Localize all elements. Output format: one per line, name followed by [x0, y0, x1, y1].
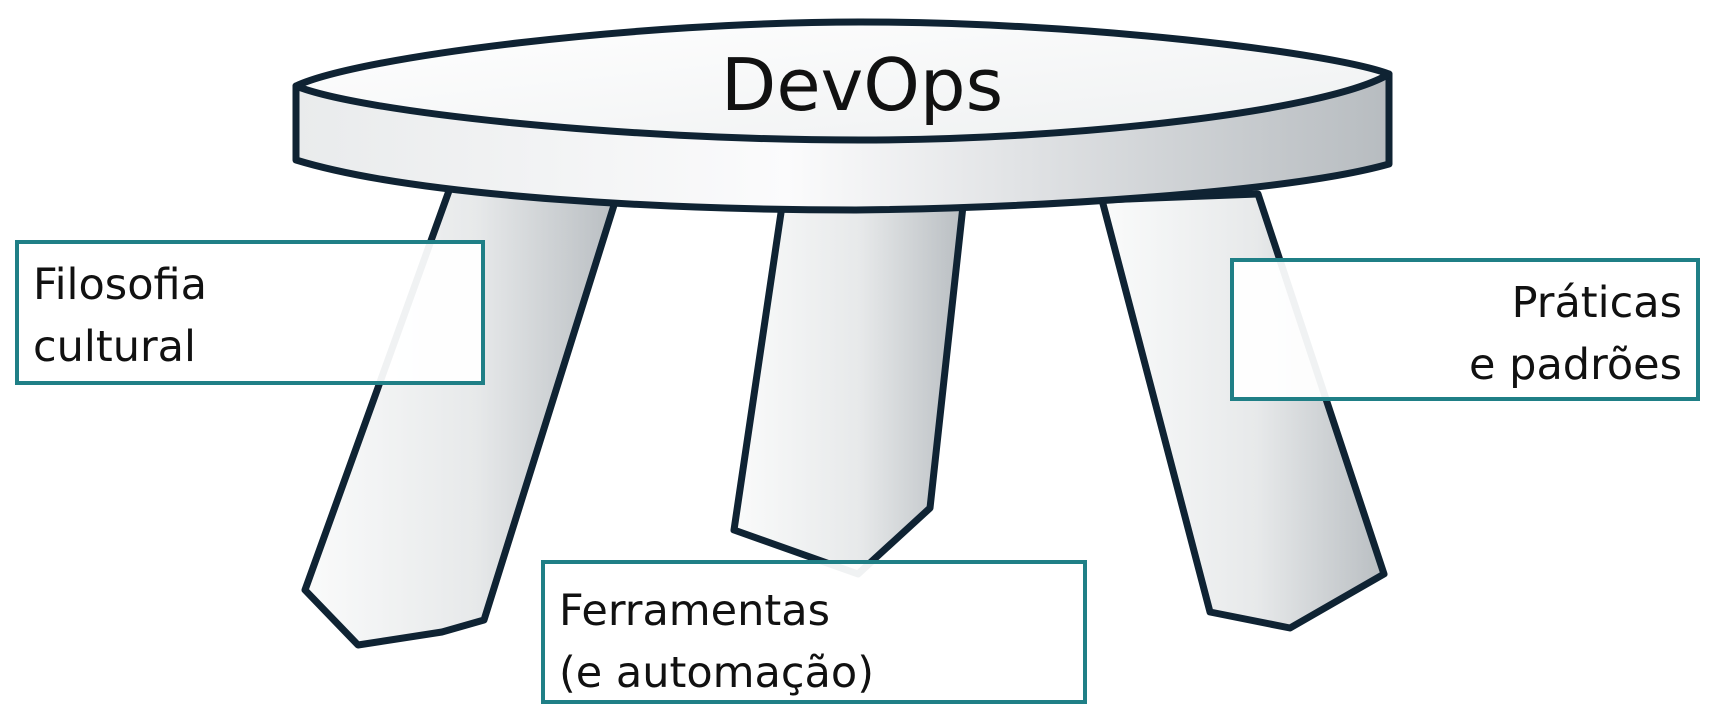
label-line: Filosofia: [33, 260, 207, 310]
filosofia-cultural-label-box: Filosofia cultural: [15, 240, 485, 385]
devops-title: DevOps: [721, 43, 1003, 127]
label-line: (e automação): [559, 648, 874, 698]
right-leg: [1098, 190, 1388, 632]
label-line: e padrões: [1469, 340, 1682, 390]
label-line: cultural: [33, 322, 196, 372]
seat-top: [292, 18, 1393, 144]
ferramentas-label-box: Ferramentas (e automação): [541, 560, 1087, 704]
center-leg: [730, 202, 967, 578]
praticas-e-padroes-label-box: Práticas e padrões: [1230, 258, 1700, 401]
label-line: Práticas: [1511, 278, 1682, 328]
label-line: Ferramentas: [559, 586, 830, 636]
